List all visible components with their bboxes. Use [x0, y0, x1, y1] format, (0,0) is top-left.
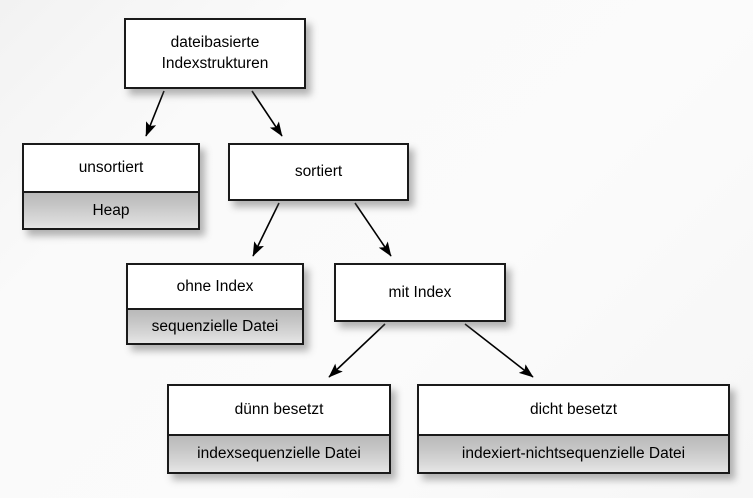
edge-sortiert-ohne-index: [252, 202, 280, 257]
node-leaf-label: sequenzielle Datei: [128, 310, 302, 343]
node-unsortiert[interactable]: unsortiert Heap: [22, 143, 200, 230]
node-title: dateibasierte Indexstrukturen: [126, 20, 304, 87]
node-title: unsortiert: [24, 145, 198, 193]
edge-mit-index-dicht: [464, 323, 534, 378]
edge-sortiert-mit-index: [354, 202, 392, 257]
node-duenn-besetzt[interactable]: dünn besetzt indexsequenzielle Datei: [167, 384, 391, 474]
node-title: ohne Index: [128, 265, 302, 310]
node-leaf-label: indexiert-nichtsequenzielle Datei: [419, 436, 728, 472]
node-dateibasierte-indexstrukturen[interactable]: dateibasierte Indexstrukturen: [124, 18, 306, 89]
edge-mit-index-duenn: [328, 323, 386, 378]
node-mit-index[interactable]: mit Index: [334, 263, 506, 322]
node-leaf-label: indexsequenzielle Datei: [169, 436, 389, 472]
node-title: dicht besetzt: [419, 386, 728, 436]
node-leaf-label: Heap: [24, 193, 198, 228]
node-dicht-besetzt[interactable]: dicht besetzt indexiert-nichtsequenziell…: [417, 384, 730, 474]
node-ohne-index[interactable]: ohne Index sequenzielle Datei: [126, 263, 304, 345]
node-title: mit Index: [336, 265, 504, 320]
node-sortiert[interactable]: sortiert: [228, 143, 409, 201]
node-title: dünn besetzt: [169, 386, 389, 436]
edge-root-sortiert: [251, 90, 283, 137]
node-title: sortiert: [230, 145, 407, 199]
edge-root-unsortiert: [145, 90, 165, 137]
